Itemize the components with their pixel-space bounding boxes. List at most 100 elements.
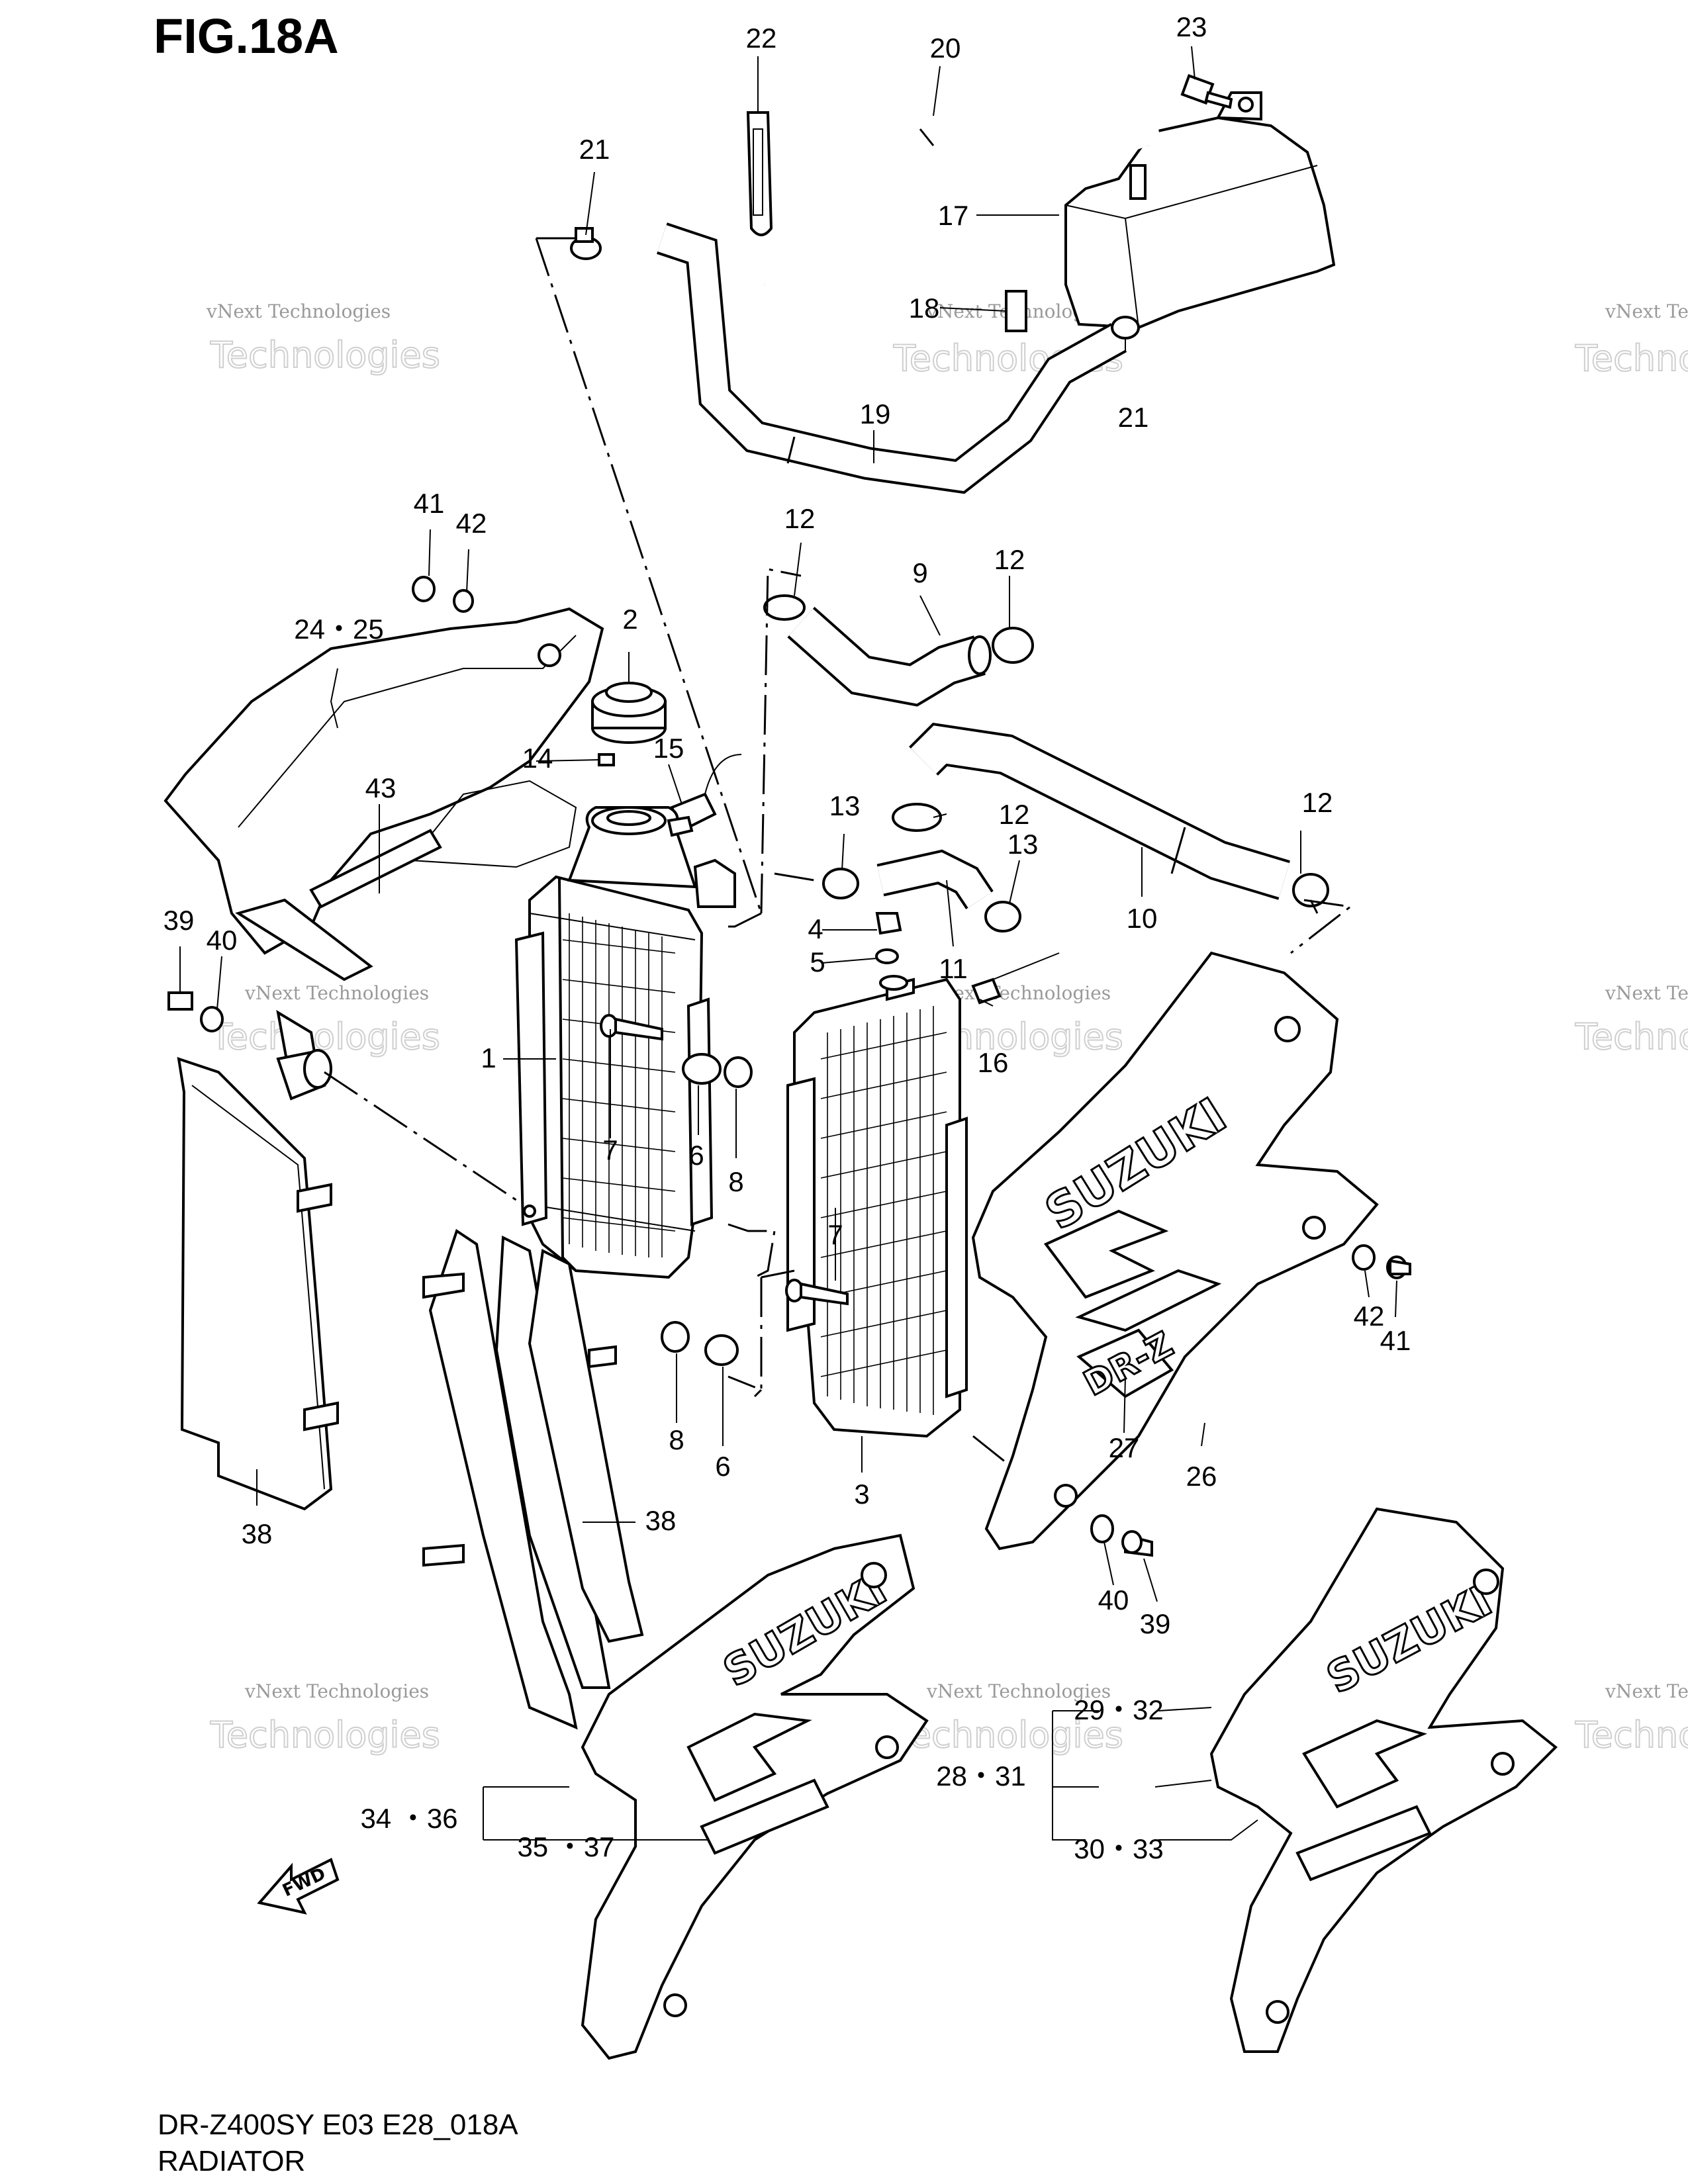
callout-label: 20	[930, 32, 961, 64]
leader-lines	[179, 46, 1397, 1841]
callout-label: 12	[784, 503, 816, 534]
svg-text:vNext Technologies: vNext Technologies	[206, 300, 391, 322]
callout-label: 4	[808, 913, 823, 944]
radiator-louver-right	[422, 1228, 644, 1730]
callout-label: 3	[854, 1479, 869, 1510]
siphon-hose	[657, 222, 1127, 494]
breather-hose	[756, 72, 1161, 295]
callout-label: 21	[579, 134, 610, 165]
callout-label: 12	[999, 799, 1030, 830]
sensor-16	[971, 952, 1060, 1005]
bolt-7-left	[785, 1279, 849, 1306]
callout-label: 5	[810, 946, 825, 978]
assembly-lines	[324, 237, 1353, 1464]
svg-text:Technologies: Technologies	[210, 1714, 440, 1756]
callout-label: 8	[669, 1424, 684, 1455]
callout-label: 2	[622, 604, 637, 635]
side-cover-left: SUZUKI	[581, 1533, 929, 2060]
callout-label: 40	[1098, 1584, 1129, 1615]
bolt-7-right	[600, 1014, 663, 1041]
bolts-39-40-left	[167, 991, 224, 1032]
svg-text:Technologies: Technologies	[210, 1016, 440, 1058]
callout-label: 11	[939, 953, 968, 984]
svg-text:vNext Technologies: vNext Technologies	[244, 1680, 429, 1702]
callout-label: 7	[827, 1219, 843, 1250]
side-cover-right: SUZUKI	[1209, 1507, 1558, 2053]
svg-text:Technologies: Technologies	[210, 334, 440, 376]
svg-text:vNext Technologies: vNext Technologies	[1605, 1680, 1688, 1702]
svg-text:vNext Technologies: vNext Technologies	[1605, 300, 1688, 322]
callout-label: 9	[912, 557, 927, 588]
callout-label: 26	[1186, 1461, 1217, 1492]
mount-rubber-left	[276, 1049, 332, 1101]
bolts-39-40	[1090, 1514, 1153, 1557]
callout-label: 38	[242, 1518, 273, 1549]
washer-8-right	[724, 1056, 753, 1088]
callout-label: 28・31	[936, 1760, 1025, 1792]
callout-label: 12	[994, 544, 1025, 575]
svg-text:vNext Technologies: vNext Technologies	[926, 1680, 1111, 1702]
radiator-shroud: SUZUKI DR-Z	[971, 951, 1379, 1551]
callout-label: 34 ・36	[360, 1803, 457, 1834]
callout-label: 23	[1176, 11, 1207, 42]
callout-labels: 22 20 23 21 17 18 21 19 41 42 12 9 12 2 …	[164, 11, 1411, 1864]
callout-label: 43	[365, 772, 397, 803]
reservoir-bolt	[1180, 73, 1233, 109]
callout-label: 35 ・37	[517, 1831, 614, 1862]
callout-label: 17	[938, 200, 969, 231]
gasket-5	[875, 948, 899, 964]
callout-label: 1	[481, 1042, 496, 1073]
callout-label: 8	[728, 1166, 743, 1197]
insulator-43	[309, 829, 442, 909]
svg-text:Technologies: Technologies	[1575, 1714, 1688, 1756]
callout-label: 6	[715, 1451, 730, 1482]
callout-label: 40	[207, 925, 238, 956]
bolts-41-42-top	[412, 576, 474, 613]
callout-label: 13	[1008, 829, 1039, 860]
radiator-louver-left	[177, 1057, 339, 1511]
radiator-guard-bracket	[164, 607, 604, 1087]
radiator-right	[514, 806, 736, 1279]
callout-label: 6	[688, 1140, 704, 1171]
svg-text:vNext Technologies: vNext Technologies	[1605, 982, 1688, 1004]
callout-label: 21	[1118, 402, 1149, 433]
radiator-left	[786, 975, 968, 1438]
callout-label: 41	[414, 488, 445, 519]
radiator-fins	[820, 1006, 947, 1415]
callout-label: 19	[860, 398, 891, 430]
hose-clamps-12-13	[763, 594, 1329, 933]
svg-text:Technologies: Technologies	[893, 1714, 1123, 1756]
footer-section: RADIATOR	[158, 2145, 305, 2177]
callout-label: 27	[1109, 1432, 1140, 1463]
callout-label: 30・33	[1074, 1833, 1163, 1864]
mount-rubber-6-right	[682, 1053, 722, 1085]
callout-label: 18	[909, 293, 940, 324]
clip-18	[1005, 290, 1027, 332]
callout-label: 14	[522, 743, 553, 774]
screw-14	[598, 753, 615, 766]
washer-8-left	[661, 1321, 690, 1353]
callout-label: 42	[1354, 1300, 1385, 1332]
bolts-41-42	[1352, 1244, 1411, 1279]
radiator-hose-11	[876, 849, 994, 909]
callout-label: 13	[829, 790, 861, 821]
callout-label: 24・25	[294, 614, 383, 645]
callout-label: 12	[1302, 787, 1333, 818]
radiator-hose-9	[787, 606, 992, 707]
svg-text:Technologies: Technologies	[1575, 1016, 1688, 1058]
callout-label: 42	[456, 508, 487, 539]
clamp-21-upper	[570, 227, 602, 260]
fwd-arrow: FWD	[257, 1858, 340, 1915]
callout-label: 41	[1380, 1325, 1411, 1356]
figure-title: FIG.18A	[154, 9, 339, 64]
callout-label: 22	[746, 23, 777, 54]
mount-rubber-6-left	[704, 1334, 739, 1366]
